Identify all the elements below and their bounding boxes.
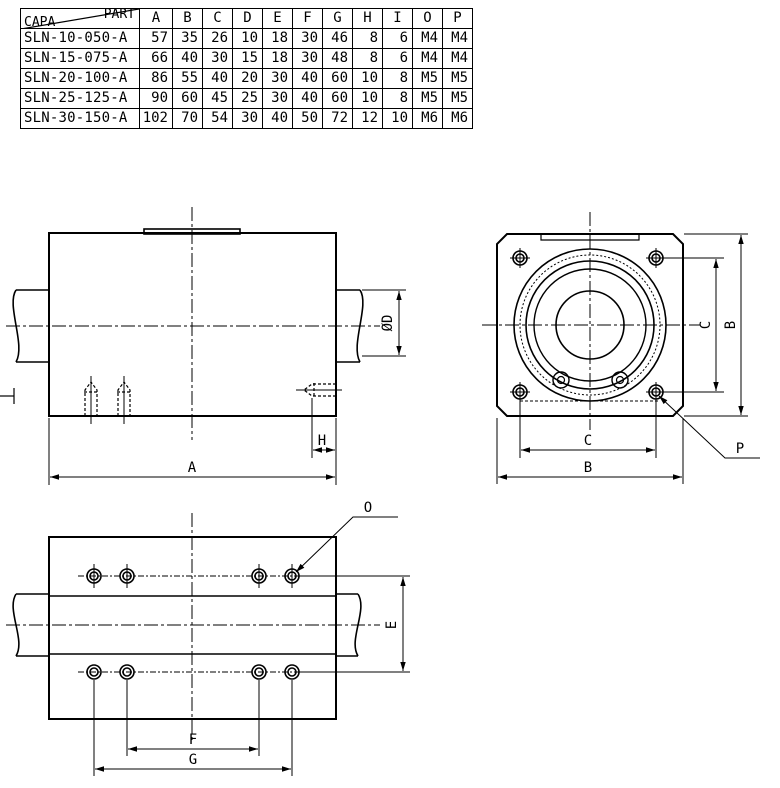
dim-d-label: ØD [380,315,396,332]
front-shaft-right [336,289,364,363]
value-cell: 86 [139,68,173,89]
bore-shaft-circle [555,290,625,360]
top-hole-crosshairs [78,564,308,673]
model-cell: SLN-30-150-A [20,108,140,129]
value-cell: 30 [262,68,293,89]
corner-label-part: PART [103,7,135,22]
table-row: SLN-15-075-A 66 40 30 15 18 30 48 8 6 M4… [20,48,473,69]
boss-left-circle [552,371,570,389]
value-cell: 60 [322,88,353,109]
boss-left-hole [556,375,566,385]
side-view [482,212,760,484]
leader-p [658,395,760,459]
table-header-row: PART CAPA A B C D E F G H I O P [20,7,473,30]
dim-a-label: A [188,460,197,476]
boss-right-hole [615,375,625,385]
value-cell: 54 [202,108,233,129]
dim-o-label: O [364,500,372,516]
value-cell: 35 [172,28,203,49]
dim-b-side-label: B [584,460,592,476]
value-cell: M6 [412,108,443,129]
value-cell: 46 [322,28,353,49]
value-cell: 90 [139,88,173,109]
value-cell: M4 [442,48,473,69]
dim-c-side-label: C [584,433,592,449]
table-row: SLN-30-150-A 102 70 54 30 40 50 72 12 10… [20,108,473,129]
dim-f-label: F [189,732,197,748]
dim-p-label: P [736,441,744,457]
table-corner-cell: PART CAPA [20,7,140,30]
dim-g-label: G [189,752,197,768]
value-cell: 30 [232,108,263,129]
dim-c-label: C [698,321,714,329]
value-cell: 40 [292,68,323,89]
dim-b-label: B [723,321,739,329]
value-cell: 50 [292,108,323,129]
table-row: SLN-20-100-A 86 55 40 20 30 40 60 10 8 M… [20,68,473,89]
value-cell: M6 [442,108,473,129]
top-view [6,513,410,776]
dim-h-label: H [318,433,326,449]
value-cell: 40 [262,108,293,129]
top-mounting-holes [86,568,300,680]
col-header-p: P [442,8,473,29]
leader-o [295,516,398,573]
boss-right-circle [611,371,629,389]
corner-hole-crosshairs [510,248,666,402]
value-cell: 15 [232,48,263,69]
value-cell: 26 [202,28,233,49]
value-cell: 10 [352,68,383,89]
value-cell: 30 [292,48,323,69]
table-row: SLN-25-125-A 90 60 45 25 30 40 60 10 8 M… [20,88,473,109]
model-cell: SLN-25-125-A [20,88,140,109]
front-shaft-left [12,289,49,363]
corner-label-capa: CAPA [24,15,56,30]
front-hidden-holes [84,381,336,416]
dim-e-label: E [384,621,400,629]
side-body [496,233,684,417]
dimension-table: PART CAPA A B C D E F G H I O P SLN-10-0… [20,7,473,129]
front-view [0,207,406,485]
corner-diagonal [21,9,139,29]
